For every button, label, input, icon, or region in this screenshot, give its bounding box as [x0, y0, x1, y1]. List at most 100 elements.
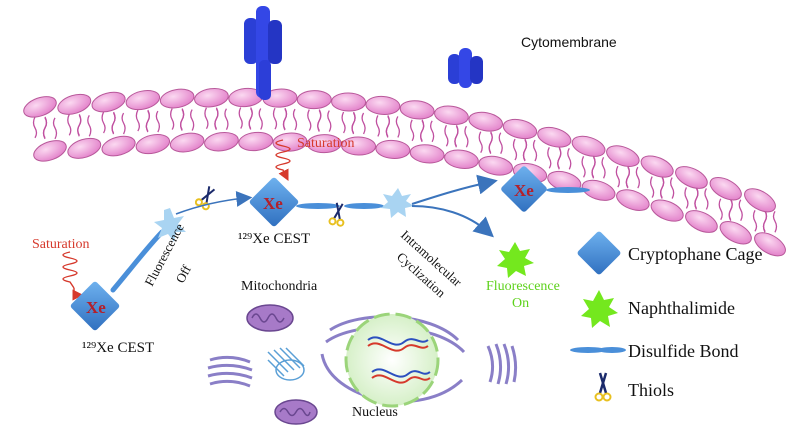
- thiols-scissors-2: [328, 202, 345, 227]
- lipid-head-outer: [399, 100, 435, 120]
- lipid-tail: [488, 132, 493, 154]
- saturation-left-label: Saturation: [32, 237, 90, 252]
- cryptophane-cage-icon: [577, 231, 621, 275]
- legend-item-naphthalimide: Naphthalimide: [581, 290, 735, 328]
- lipid-tail: [341, 111, 346, 134]
- lipid-tail: [454, 125, 459, 148]
- lipid-tail: [224, 108, 229, 130]
- lipid-head-outer: [640, 155, 674, 178]
- lipid-head-outer: [194, 87, 229, 108]
- lipid-head-inner: [375, 139, 411, 159]
- saturation-center-label: Saturation: [297, 136, 355, 151]
- lipid-tail: [351, 112, 356, 135]
- lipid-tail: [248, 108, 253, 130]
- lipid-head-outer: [365, 95, 401, 115]
- lipid-head-outer: [744, 188, 776, 213]
- lipid-tail: [189, 109, 195, 131]
- lipid-head-inner: [685, 210, 718, 233]
- lipid-tail: [52, 117, 58, 140]
- lipid-tail: [204, 107, 209, 130]
- lipid-head-inner: [169, 132, 205, 153]
- legend-item-thiols: Thiols: [594, 372, 674, 402]
- lipid-tail: [135, 109, 141, 132]
- lipid-head-inner: [204, 131, 239, 152]
- lipid-tail: [361, 112, 366, 135]
- lipid-head-outer: [296, 90, 332, 110]
- xe-left: Xe: [86, 298, 106, 317]
- lipid-head-outer: [675, 166, 708, 189]
- lipid-head-outer: [434, 105, 469, 126]
- cryptophane-cage-center: Xe: [249, 177, 299, 227]
- lipid-tail: [591, 157, 596, 179]
- lipid-head-outer: [57, 93, 92, 115]
- cryptophane-cage-right: Xe: [501, 166, 590, 212]
- arrow-to-right-cage: [411, 174, 498, 205]
- endoplasmic-reticulum-small: [267, 347, 305, 381]
- lipid-tail: [772, 210, 778, 233]
- lipid-tail: [567, 147, 572, 170]
- lipid-head-outer: [571, 135, 606, 157]
- disulfide-bond-center: [296, 203, 384, 209]
- lipid-head-outer: [331, 92, 367, 112]
- lipid-tail: [179, 109, 185, 131]
- legend: Cryptophane Cage Naphthalimide Disulfide…: [570, 231, 762, 402]
- lipid-tail: [557, 147, 562, 170]
- lipid-tail: [498, 132, 503, 154]
- legend-item-disulfide-bond: Disulfide Bond: [570, 341, 739, 361]
- lipid-tail: [684, 187, 689, 209]
- mitochondrion-2: [274, 399, 318, 425]
- lipid-head-inner: [650, 199, 684, 222]
- disulfide-bond-icon: [570, 347, 626, 353]
- lipid-tail: [307, 109, 312, 131]
- lipid-tail: [419, 120, 425, 143]
- linker-left: [110, 229, 165, 293]
- mitochondrion-1: [246, 304, 294, 332]
- lipid-tail: [111, 112, 116, 135]
- lipid-tail: [101, 111, 106, 134]
- lipid-tail: [649, 176, 655, 198]
- lipid-tail: [581, 156, 586, 178]
- lipid-tail: [429, 120, 435, 143]
- lipid-head-outer: [159, 88, 195, 109]
- lipid-tail: [752, 210, 758, 232]
- arrow-to-fluorescence-on: [411, 205, 494, 238]
- lipid-tail: [375, 115, 381, 137]
- lipid-tail: [214, 108, 219, 130]
- lipid-tail: [87, 115, 92, 137]
- lipid-tail: [478, 131, 483, 153]
- lipid-tail: [738, 199, 743, 222]
- lipid-tail: [718, 198, 723, 221]
- naphthalimide-fluorescent: [497, 242, 534, 278]
- legend-label-2: Disulfide Bond: [628, 341, 739, 361]
- lipid-head-inner: [238, 131, 274, 152]
- saturation-wave-left: [62, 251, 78, 289]
- lipid-tail: [121, 112, 126, 135]
- lipid-tail: [704, 188, 709, 210]
- lipid-tail: [385, 116, 391, 138]
- legend-label-1: Naphthalimide: [628, 298, 735, 318]
- lipid-tail: [615, 165, 621, 188]
- lipid-head-inner: [581, 179, 616, 201]
- legend-label-0: Cryptophane Cage: [628, 244, 762, 264]
- saturation-wave-center: [275, 139, 291, 182]
- nucleus: [320, 312, 466, 408]
- lipid-tail: [258, 108, 263, 130]
- nucleus-label: Nucleus: [352, 405, 398, 420]
- membrane-protein-tall: [244, 6, 282, 100]
- lipid-tail: [762, 210, 768, 233]
- lipid-tail: [409, 119, 415, 142]
- lipid-tail: [238, 107, 243, 129]
- lipid-head-inner: [478, 155, 513, 176]
- lipid-head-outer: [709, 177, 742, 201]
- cest-center-label: ¹²⁹Xe CEST: [238, 231, 310, 247]
- lipid-tail: [292, 108, 298, 131]
- legend-label-3: Thiols: [628, 380, 674, 400]
- thiols-scissors-icon: [594, 372, 612, 402]
- lipid-tail: [32, 116, 38, 139]
- naphthalimide-quenched-left: [154, 208, 186, 242]
- fluorescence-on-line1: Fluorescence: [486, 279, 560, 294]
- lipid-tail: [444, 124, 449, 147]
- lipid-tail: [512, 138, 518, 161]
- lipid-tail: [327, 110, 332, 132]
